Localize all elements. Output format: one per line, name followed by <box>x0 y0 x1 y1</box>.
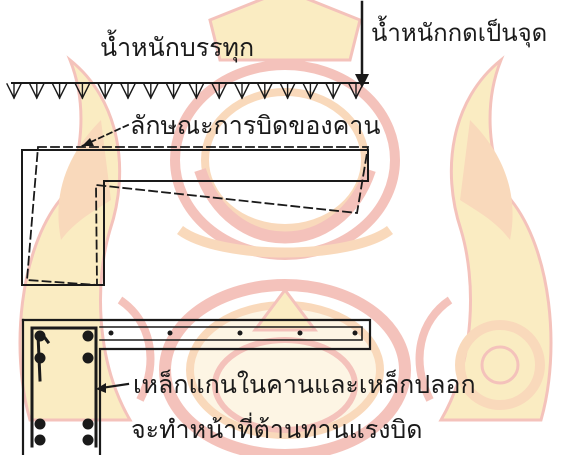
reinforced-section-outline <box>21 318 372 455</box>
twist-shape-label: ลักษณะการบิดของคาน <box>130 111 381 140</box>
point-load-arrow-head <box>355 74 369 88</box>
rebar-pointer-head <box>96 383 106 393</box>
twist-label-pointer <box>80 123 130 148</box>
beam-section-outline <box>21 149 369 286</box>
twist-pointer-head <box>82 138 94 146</box>
point-load-label: น้ำหนักกดเป็นจุด <box>371 19 548 47</box>
distributed-load-arrows <box>6 83 364 100</box>
flange-rebar-dots <box>108 330 358 336</box>
flange-rebar <box>99 326 363 341</box>
twisted-beam-outline <box>26 146 370 286</box>
stirrup <box>30 326 98 448</box>
rebar-label-line2: จะทำหน้าที่ต้านทานแรงบิด <box>131 415 423 444</box>
rebar-label-line1: เหล็กแกนในคานและเหล็กปลอก <box>133 370 476 399</box>
main-rebars <box>34 330 94 446</box>
distributed-load-label: น้ำหนักบรรทุก <box>100 33 255 62</box>
